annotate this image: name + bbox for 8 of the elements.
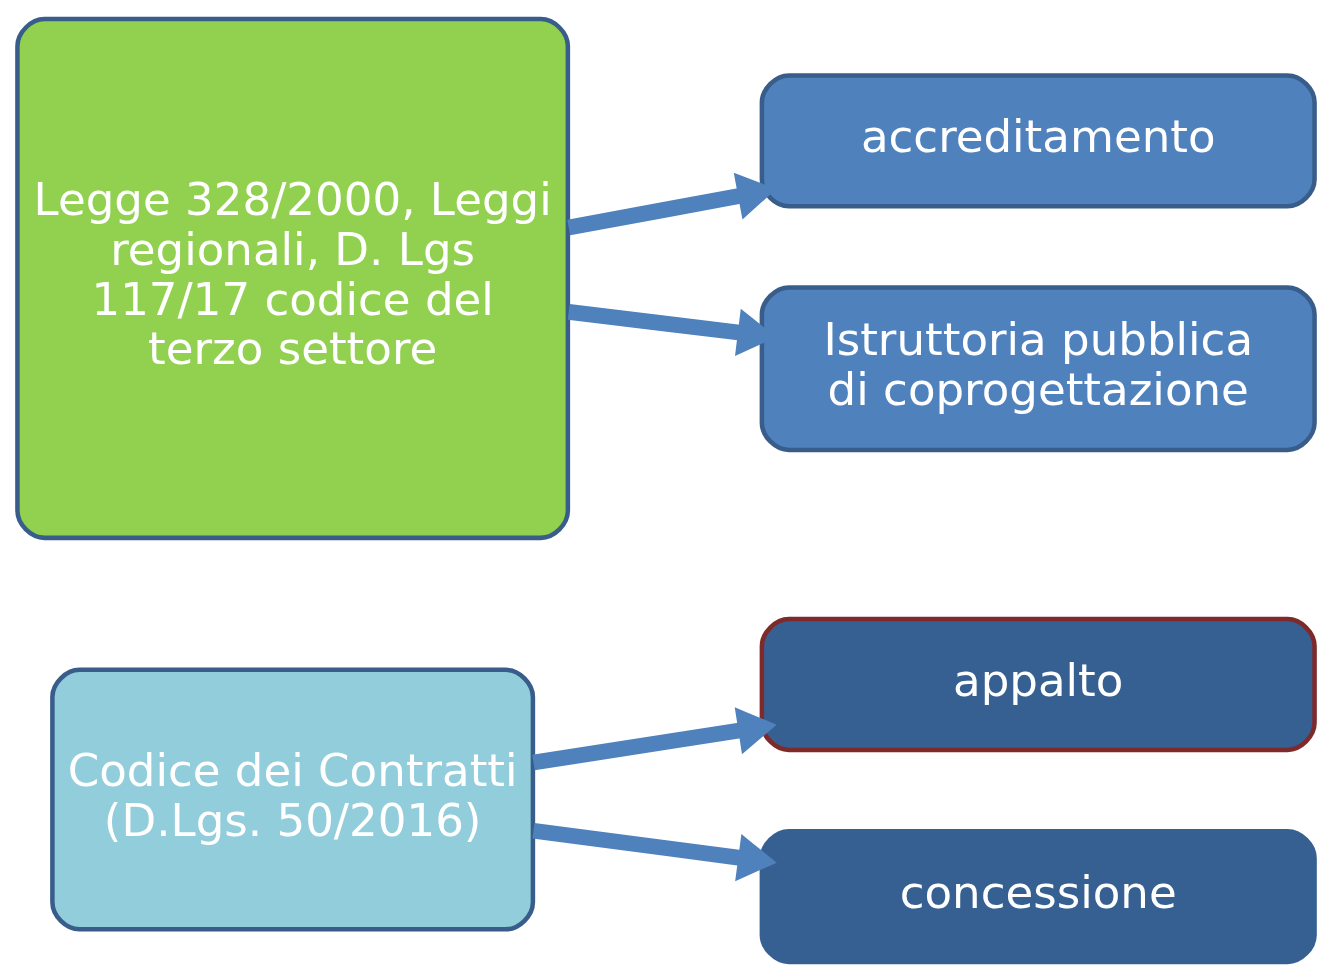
- node-box: appalto: [759, 616, 1317, 752]
- node-box: Codice dei Contratti (D.Lgs. 50/2016): [50, 667, 536, 932]
- node-box: Istruttoria pubblica di coprogettazione: [759, 284, 1317, 452]
- arrow: [532, 706, 777, 770]
- arrow: [532, 822, 777, 881]
- node-box: Legge 328/2000, Leggi regionali, D. Lgs 117/17 codice del terzo settore: [15, 16, 571, 540]
- node-box: concessione: [759, 828, 1317, 964]
- node-box: accreditamento: [759, 72, 1317, 208]
